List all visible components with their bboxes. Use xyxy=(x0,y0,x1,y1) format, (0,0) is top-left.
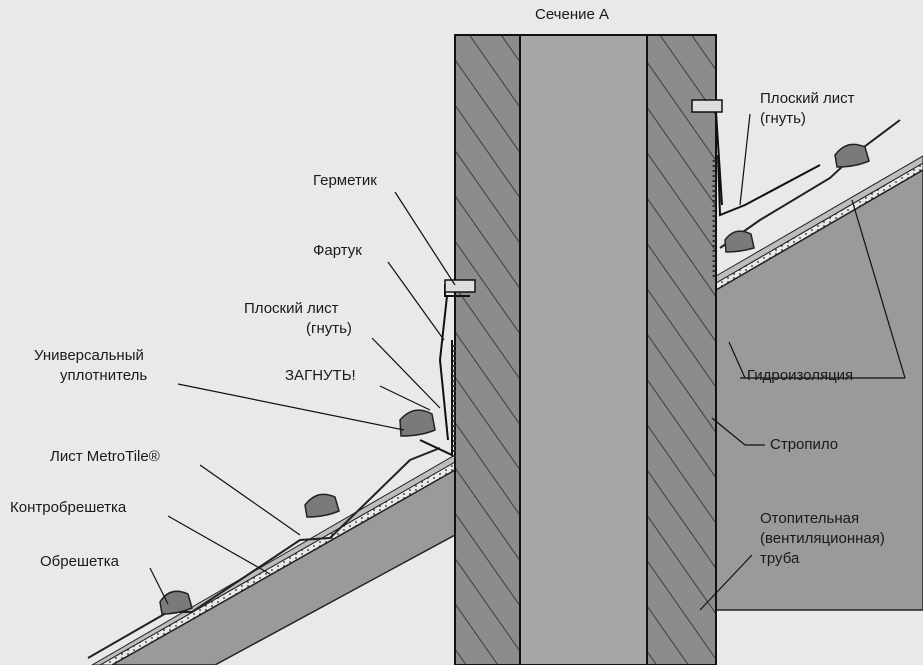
label-flat-sheet-left-2: (гнуть) xyxy=(306,320,352,337)
label-hermetik: Герметик xyxy=(313,172,377,189)
diagram-title: Сечение А xyxy=(535,6,610,23)
chimney xyxy=(454,34,717,665)
chimney-wall-right xyxy=(646,34,717,665)
label-pipe-1: Отопительная xyxy=(760,510,860,527)
label-flat-sheet-right-2: (гнуть) xyxy=(760,110,806,127)
sealant-left xyxy=(444,279,476,293)
chimney-flue xyxy=(519,34,648,665)
label-metrotile-sheet: Лист MetroTile® xyxy=(50,448,160,465)
label-fartuk: Фартук xyxy=(313,242,362,259)
flashing-left xyxy=(419,279,476,460)
leader-lines xyxy=(149,113,906,611)
label-waterproofing: Гидроизоляция xyxy=(747,367,854,384)
label-flat-sheet-left-1: Плоский лист xyxy=(244,300,339,317)
label-pipe-2: (вентиляционная) xyxy=(760,530,885,547)
tile-profiles-right xyxy=(724,143,870,253)
label-universal-seal-2: уплотнитель xyxy=(60,367,148,384)
sealant-right xyxy=(691,99,723,113)
metrotile-sheet-right xyxy=(719,119,901,249)
label-universal-seal-1: Универсальный xyxy=(34,347,144,364)
flat-sheet-right xyxy=(717,154,821,217)
chimney-wall-left xyxy=(454,34,521,665)
flashing-right xyxy=(691,99,821,280)
label-bend: ЗАГНУТЬ! xyxy=(285,367,356,384)
label-flat-sheet-right-1: Плоский лист xyxy=(760,90,855,107)
label-pipe-3: труба xyxy=(760,550,800,567)
label-counter-batten: Контробрешетка xyxy=(10,499,127,516)
label-batten: Обрешетка xyxy=(40,553,119,570)
tile-profiles-left xyxy=(159,409,436,615)
label-rafter: Стропило xyxy=(770,436,839,453)
roof-left xyxy=(87,409,456,665)
flat-sheet-left xyxy=(419,340,453,457)
roof-right xyxy=(715,119,923,611)
